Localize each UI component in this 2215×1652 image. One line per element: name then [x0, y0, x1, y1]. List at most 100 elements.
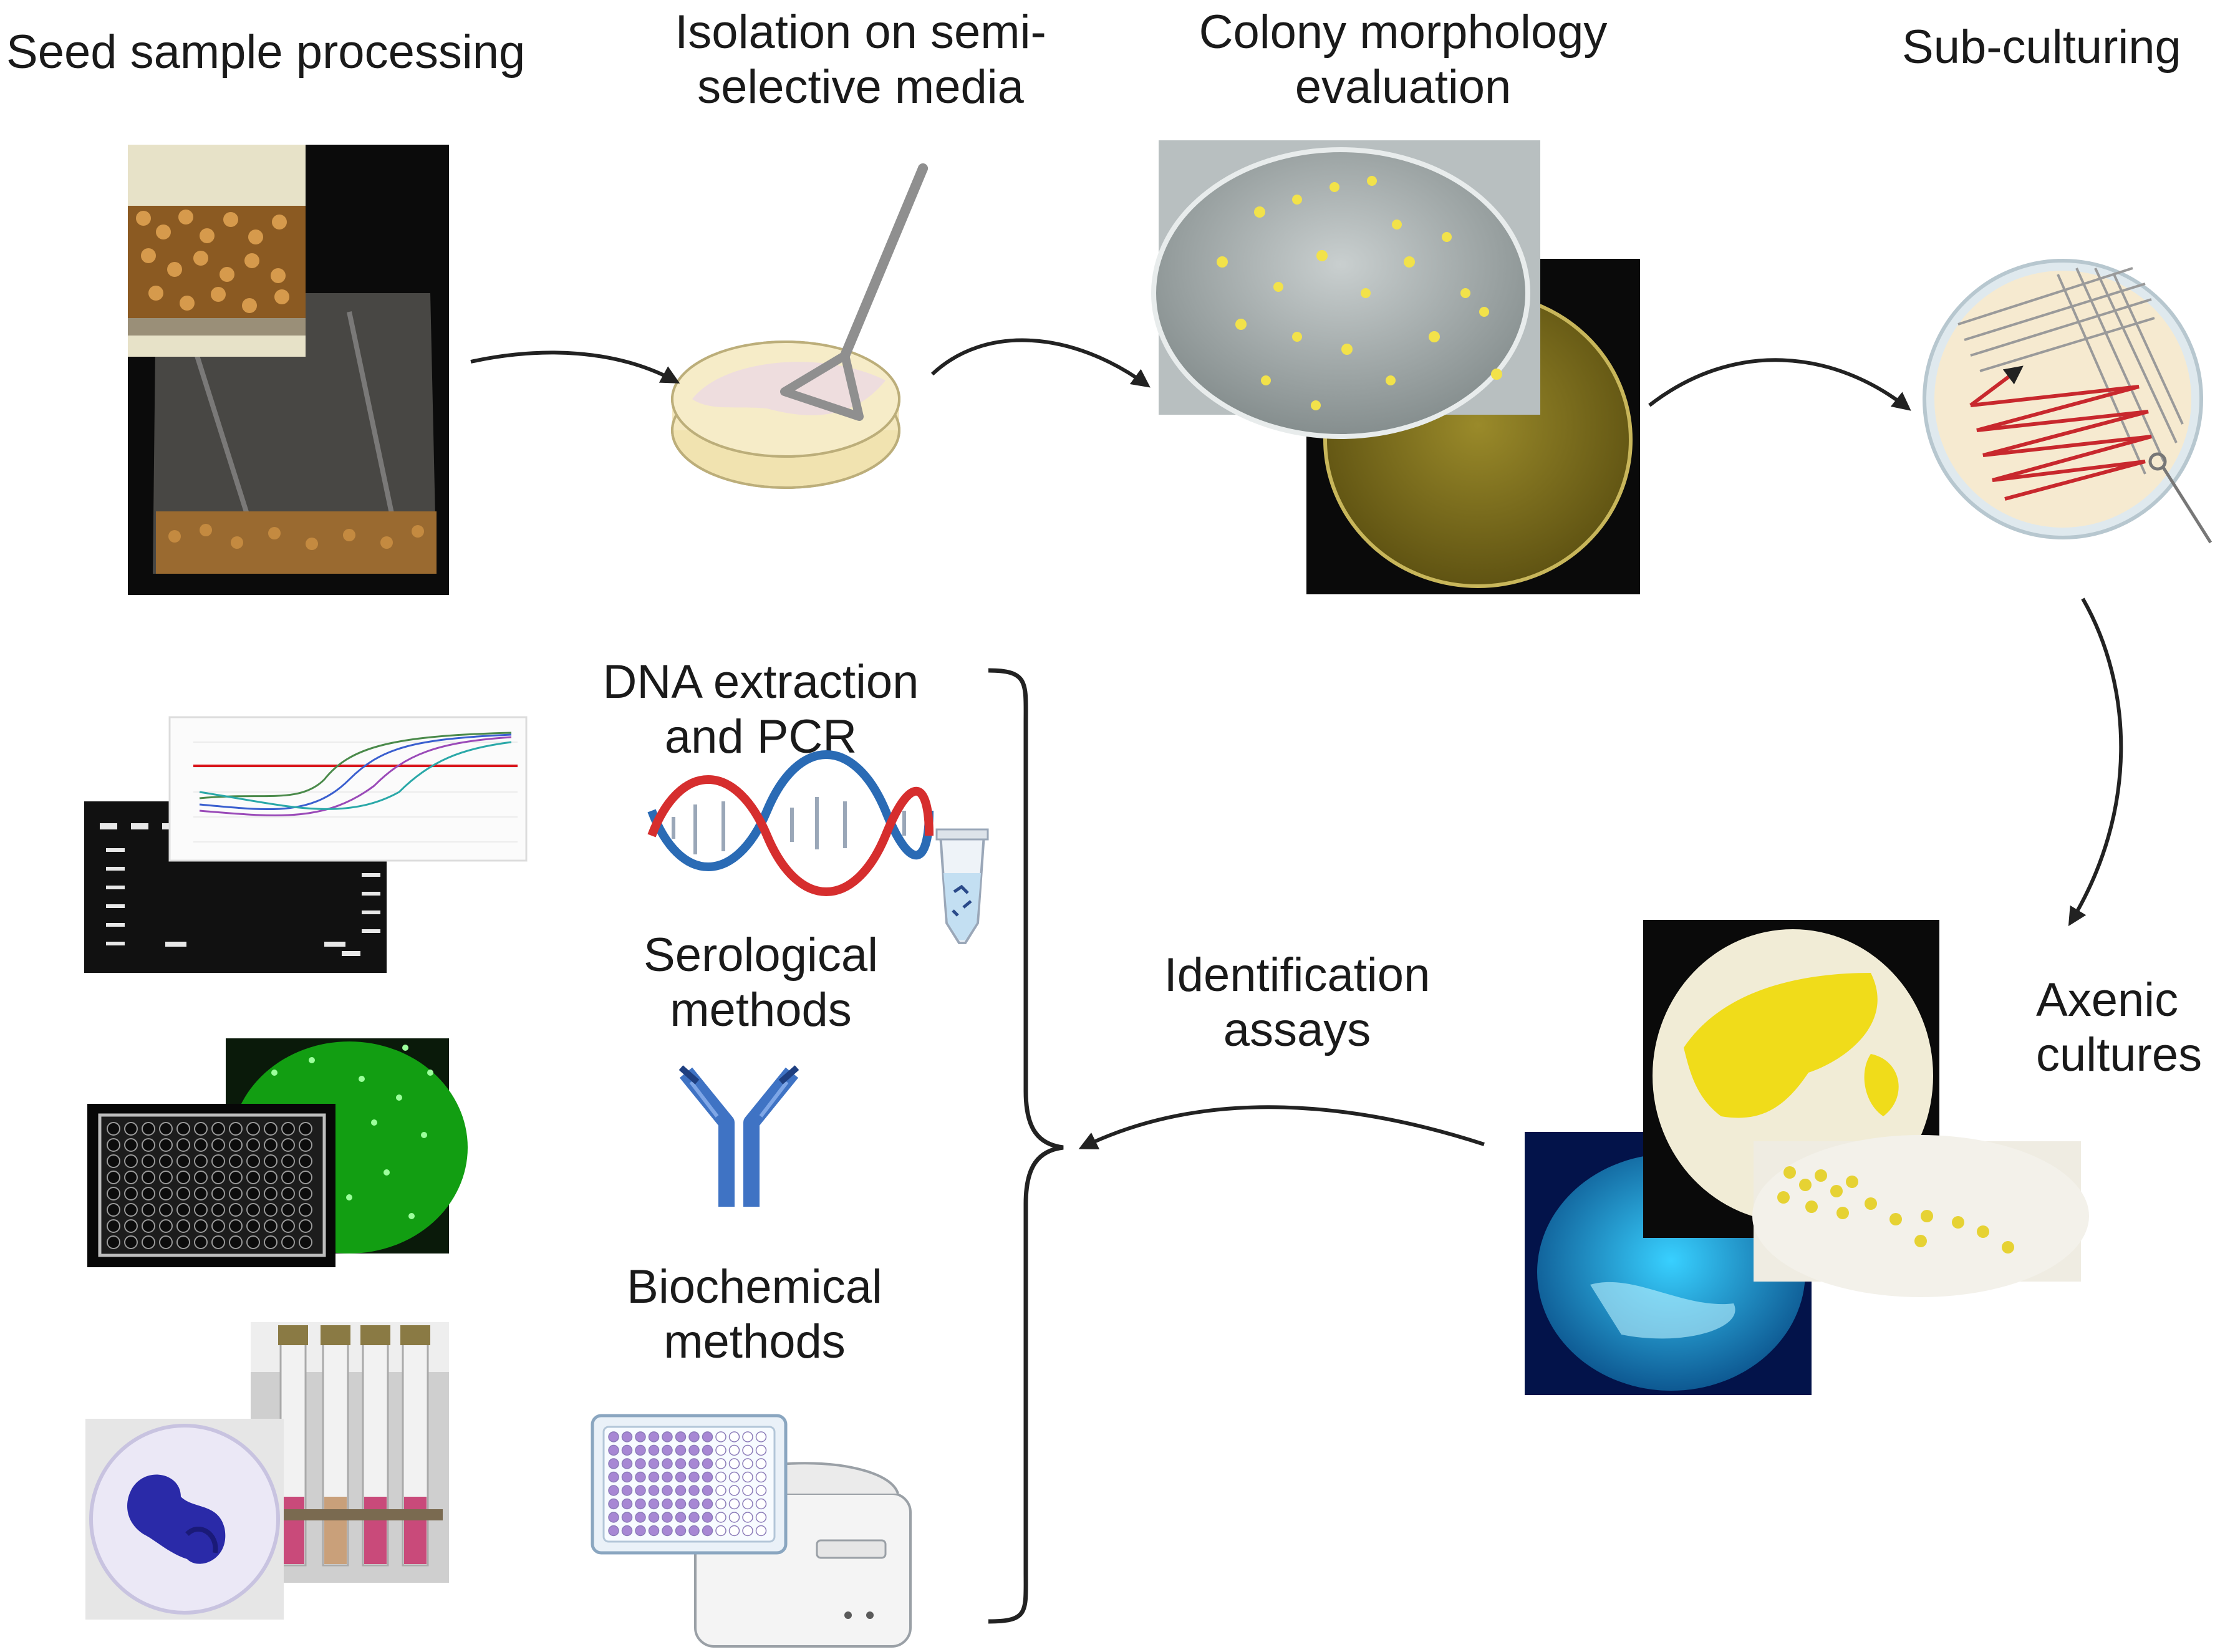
elisa-well: [107, 1235, 120, 1249]
microplate-well: [662, 1444, 673, 1456]
elisa-well: [176, 1138, 190, 1152]
seed-sample-label: Seed sample processing: [6, 26, 526, 79]
microplate-well: [742, 1458, 753, 1469]
methods-bracket: [988, 668, 1064, 1624]
microplate-well: [608, 1458, 619, 1469]
elisa-well: [299, 1171, 312, 1184]
spreader-icon: [780, 163, 928, 421]
microplate-well: [662, 1498, 673, 1510]
seed-bag-photo: [128, 145, 449, 595]
elisa-well: [211, 1171, 225, 1184]
elisa-well: [211, 1122, 225, 1136]
microplate-well: [621, 1471, 633, 1483]
streak-plate-icon: [1923, 259, 2213, 544]
microplate-well: [675, 1471, 687, 1483]
elisa-well: [299, 1122, 312, 1136]
elisa-well: [142, 1235, 155, 1249]
elisa-well: [246, 1219, 260, 1233]
microplate-well: [715, 1471, 726, 1483]
microplate-well: [715, 1431, 726, 1442]
elisa-well: [107, 1171, 120, 1184]
microplate-well: [648, 1512, 660, 1523]
microplate-well: [688, 1458, 700, 1469]
elisa-well: [124, 1154, 138, 1168]
microplate-well: [728, 1444, 740, 1456]
microplate-well: [635, 1485, 646, 1496]
elisa-well: [281, 1122, 295, 1136]
elisa-well: [107, 1154, 120, 1168]
microplate-well: [702, 1431, 713, 1442]
elisa-well: [107, 1203, 120, 1217]
microplate-well: [648, 1485, 660, 1496]
microplate-well: [608, 1512, 619, 1523]
elisa-well: [299, 1203, 312, 1217]
elisa-well: [176, 1154, 190, 1168]
microplate-well: [608, 1444, 619, 1456]
elisa-well: [211, 1235, 225, 1249]
elisa-well: [107, 1187, 120, 1200]
microplate-well: [662, 1458, 673, 1469]
colony-plate-photo: [1151, 140, 1640, 594]
microplate-well: [648, 1525, 660, 1537]
microplate-well: [728, 1498, 740, 1510]
elisa-well: [246, 1171, 260, 1184]
microplate-well: [715, 1525, 726, 1537]
dna-helix-icon: [647, 750, 934, 896]
microplate-well: [648, 1498, 660, 1510]
elisa-well: [159, 1138, 173, 1152]
microplate-well: [715, 1485, 726, 1496]
antibody-icon: [678, 1065, 799, 1207]
elisa-well: [107, 1122, 120, 1136]
elisa-well: [194, 1154, 208, 1168]
microplate-well: [728, 1431, 740, 1442]
sub-culturing-label: Sub-culturing: [1902, 21, 2181, 74]
arrow-subculture-to-axenic: [2068, 597, 2123, 927]
elisa-well: [211, 1187, 225, 1200]
microplate-well: [635, 1471, 646, 1483]
elisa-plate-photo: [87, 1104, 335, 1267]
microplate-well: [635, 1431, 646, 1442]
elisa-well: [124, 1187, 138, 1200]
elisa-well: [229, 1235, 243, 1249]
elisa-well: [142, 1219, 155, 1233]
elisa-well: [246, 1122, 260, 1136]
arrow-colony-to-subculture: [1648, 358, 1911, 411]
microplate-well: [662, 1512, 673, 1523]
elisa-well: [159, 1219, 173, 1233]
elisa-well: [264, 1187, 277, 1200]
elisa-well: [176, 1187, 190, 1200]
arrow-axenic-to-methods: [1078, 1105, 1485, 1149]
microplate-well: [702, 1498, 713, 1510]
tube-icon: [935, 828, 989, 944]
elisa-well: [264, 1219, 277, 1233]
microplate-well: [742, 1485, 753, 1496]
elisa-well: [124, 1219, 138, 1233]
elisa-well: [281, 1235, 295, 1249]
elisa-well: [107, 1219, 120, 1233]
microplate-well: [728, 1471, 740, 1483]
elisa-well: [281, 1203, 295, 1217]
microplate-well: [608, 1485, 619, 1496]
elisa-well: [194, 1122, 208, 1136]
elisa-well: [142, 1171, 155, 1184]
microplate-well: [635, 1498, 646, 1510]
microplate-well: [621, 1458, 633, 1469]
microplate-well: [755, 1498, 767, 1510]
microplate-well: [728, 1512, 740, 1523]
elisa-well: [264, 1235, 277, 1249]
microplate-well: [755, 1525, 767, 1537]
elisa-well: [246, 1187, 260, 1200]
microplate-well: [715, 1444, 726, 1456]
axenic-culture-photo: [1525, 920, 2089, 1395]
microplate-well: [688, 1525, 700, 1537]
elisa-well: [142, 1203, 155, 1217]
elisa-well: [264, 1122, 277, 1136]
microplate-well: [621, 1525, 633, 1537]
elisa-well: [194, 1235, 208, 1249]
microplate-well: [702, 1471, 713, 1483]
microplate-well: [742, 1444, 753, 1456]
elisa-well: [124, 1122, 138, 1136]
elisa-well: [176, 1171, 190, 1184]
microplate-well: [755, 1431, 767, 1442]
